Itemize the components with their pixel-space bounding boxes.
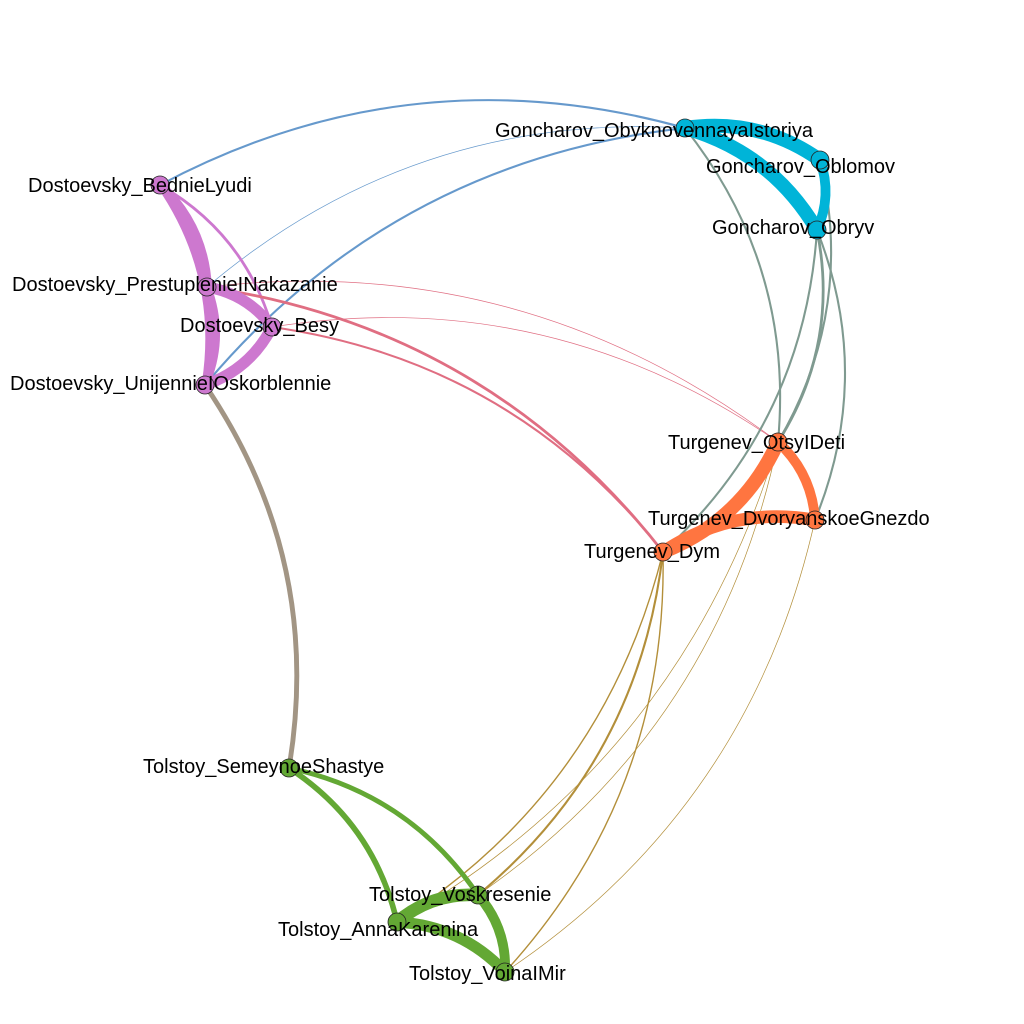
node-label-d_besy: Dostoevsky_Besy (180, 315, 339, 337)
label-layer: Dostoevsky_BednieLyudiDostoevsky_Prestup… (10, 120, 930, 985)
edge-g_obyk-t_otsy (683, 126, 782, 444)
node-label-l_semey: Tolstoy_SemeynoeShastye (143, 756, 384, 778)
edge-d_prest-t_otsy (206, 280, 779, 443)
node-t_otsy[interactable] (768, 432, 788, 452)
node-label-l_voskr: Tolstoy_Voskresenie (369, 884, 551, 906)
edge-t_dym-l_voina (504, 551, 664, 973)
edge-t_dym-l_voskr (476, 550, 665, 897)
node-d_prest[interactable] (197, 277, 217, 297)
edge-d_bedni-g_obyk (158, 99, 687, 187)
node-label-g_oblom: Goncharov_Oblomov (706, 156, 895, 178)
edge-g_obryv-t_dym (661, 228, 819, 554)
edge-t_dvor-l_voina (504, 519, 816, 973)
edge-t_dym-l_anna (396, 551, 664, 923)
edge-g_obryv-t_otsy (776, 228, 825, 444)
edge-d_prest-t_dym (205, 285, 665, 554)
node-l_anna[interactable] (387, 912, 407, 932)
edge-l_semey-l_anna (286, 765, 400, 925)
edge-d_prest-d_uni (200, 282, 221, 390)
node-d_besy[interactable] (262, 317, 282, 337)
edge-l_semey-l_voskr (286, 765, 481, 898)
edge-d_besy-t_dym (270, 325, 665, 554)
node-t_dvor[interactable] (805, 510, 825, 530)
edge-d_uni-l_semey (202, 382, 300, 771)
node-l_semey[interactable] (279, 758, 299, 778)
node-label-g_obyk: Goncharov_ObyknovennayaIstoriya (495, 120, 814, 142)
node-label-t_dvor: Turgenev_DvoryanskoeGnezdo (648, 508, 930, 530)
node-label-t_dym: Turgenev_Dym (584, 541, 720, 563)
node-d_uni[interactable] (195, 375, 215, 395)
node-layer (150, 118, 830, 982)
edge-t_otsy-t_dym (656, 435, 785, 559)
node-label-d_prest: Dostoevsky_PrestuplenieINakazanie (12, 274, 338, 296)
edge-t_otsy-l_anna (396, 441, 779, 923)
node-g_obryv[interactable] (807, 220, 827, 240)
node-l_voskr[interactable] (468, 885, 488, 905)
node-label-g_obryv: Goncharov_Obryv (712, 217, 874, 239)
node-t_dym[interactable] (653, 542, 673, 562)
node-d_bedni[interactable] (150, 175, 170, 195)
edge-d_bedni-d_prest (155, 180, 212, 292)
node-label-l_voina: Tolstoy_VoinaIMir (409, 963, 566, 985)
node-l_voina[interactable] (495, 962, 515, 982)
edge-d_besy-d_uni (199, 321, 278, 391)
edge-g_obyk-g_obryv (678, 121, 824, 237)
edge-l_anna-l_voina (391, 916, 511, 978)
node-label-d_bedni: Dostoevsky_BednieLyudi (28, 175, 252, 197)
node-g_oblom[interactable] (810, 150, 830, 170)
node-label-l_anna: Tolstoy_AnnaKarenina (278, 919, 479, 941)
node-label-t_otsy: Turgenev_OtsyIDeti (668, 432, 845, 454)
edge-d_uni-g_obyk (203, 126, 687, 387)
node-label-d_uni: Dostoevsky_UnijennieIOskorblennie (10, 373, 331, 395)
edge-d_prest-g_obyk (206, 126, 686, 288)
node-g_obyk[interactable] (675, 118, 695, 138)
edge-d_besy-t_otsy (271, 317, 779, 443)
edge-d_bedni-d_besy (158, 183, 274, 329)
